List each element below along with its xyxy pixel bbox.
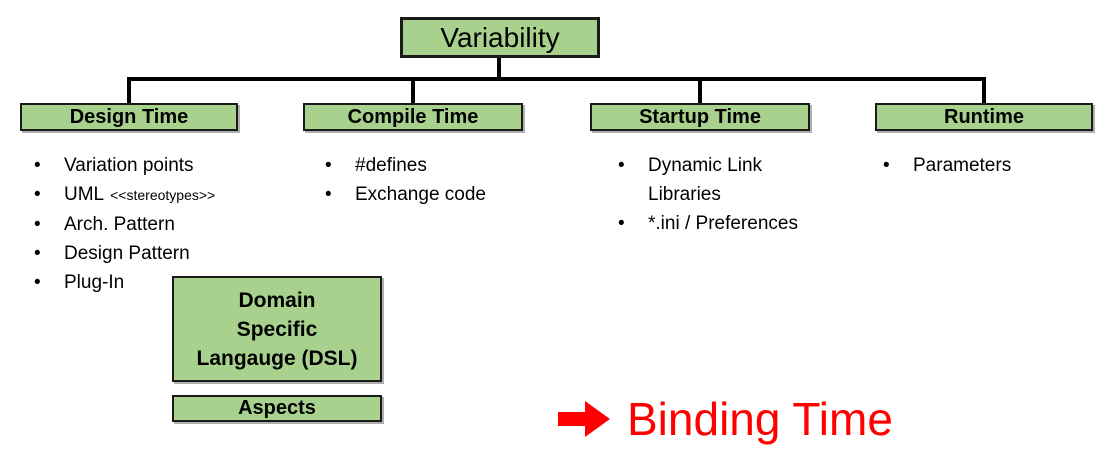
right-arrow-icon — [558, 401, 610, 437]
dsl-line-2: Specific — [236, 317, 318, 341]
dsl-box: Domain Specific Langauge (DSL) — [172, 276, 382, 382]
aspects-box: Aspects — [172, 395, 382, 422]
list-item: • Parameters — [883, 151, 1093, 180]
bullet-icon: • — [34, 184, 41, 205]
dsl-line-3: Langauge (DSL) — [196, 346, 358, 370]
list-item-label: Plug-In — [64, 272, 125, 293]
binding-time-annotation: Binding Time — [558, 390, 893, 448]
connector-drop-compile-time — [411, 77, 415, 103]
connector-drop-design-time — [127, 77, 131, 103]
list-item-label: Exchange code — [355, 184, 486, 205]
bullet-icon: • — [34, 272, 41, 293]
design-time-list: • Variation points • UML <<stereotypes>>… — [34, 151, 274, 297]
branch-label: Design Time — [69, 105, 189, 128]
branch-box-runtime: Runtime — [875, 103, 1093, 131]
list-item: • Exchange code — [325, 180, 555, 209]
connector-trunk — [497, 58, 501, 78]
list-item: • Arch. Pattern — [34, 210, 274, 239]
variability-label: Variability — [440, 21, 560, 53]
list-item-label: *.ini / Preferences — [648, 213, 798, 234]
bullet-icon: • — [325, 184, 332, 205]
list-item: • Plug-In — [34, 268, 274, 297]
branch-label: Runtime — [944, 105, 1024, 128]
list-item-label: #defines — [355, 155, 427, 176]
variability-box: Variability — [400, 17, 600, 58]
bullet-icon: • — [618, 155, 625, 176]
stereotypes-small-label: <<stereotypes>> — [110, 187, 216, 203]
list-item: • Design Pattern — [34, 239, 274, 268]
list-item-label: Variation points — [64, 155, 194, 176]
bullet-icon: • — [34, 214, 41, 235]
aspects-label: Aspects — [238, 397, 316, 419]
branch-box-startup-time: Startup Time — [590, 103, 810, 131]
branch-label: Compile Time — [347, 105, 479, 128]
list-item-label: Arch. Pattern — [64, 214, 175, 235]
bullet-icon: • — [883, 155, 890, 176]
list-item: • *.ini / Preferences — [618, 209, 810, 238]
branch-box-compile-time: Compile Time — [303, 103, 523, 131]
list-item: • UML <<stereotypes>> — [34, 180, 274, 210]
connector-horizontal — [127, 77, 986, 81]
compile-time-list: • #defines • Exchange code — [325, 151, 555, 209]
bullet-icon: • — [34, 155, 41, 176]
list-item: • #defines — [325, 151, 555, 180]
bullet-icon: • — [618, 213, 625, 234]
branch-box-design-time: Design Time — [20, 103, 238, 131]
list-item-label: UML — [64, 184, 105, 205]
binding-time-label: Binding Time — [627, 393, 893, 445]
bullet-icon: • — [34, 243, 41, 264]
list-item-label: Design Pattern — [64, 243, 190, 264]
startup-time-list: • Dynamic Link Libraries • *.ini / Prefe… — [618, 151, 810, 238]
branch-label: Startup Time — [639, 105, 761, 128]
bullet-icon: • — [325, 155, 332, 176]
runtime-list: • Parameters — [883, 151, 1093, 180]
list-item: • Variation points — [34, 151, 274, 180]
list-item-label: Dynamic Link Libraries — [648, 155, 763, 205]
connector-drop-runtime — [982, 77, 986, 103]
list-item-label: Parameters — [913, 155, 1012, 176]
dsl-line-1: Domain — [238, 288, 316, 312]
list-item: • Dynamic Link Libraries — [618, 151, 810, 209]
connector-drop-startup-time — [698, 77, 702, 103]
